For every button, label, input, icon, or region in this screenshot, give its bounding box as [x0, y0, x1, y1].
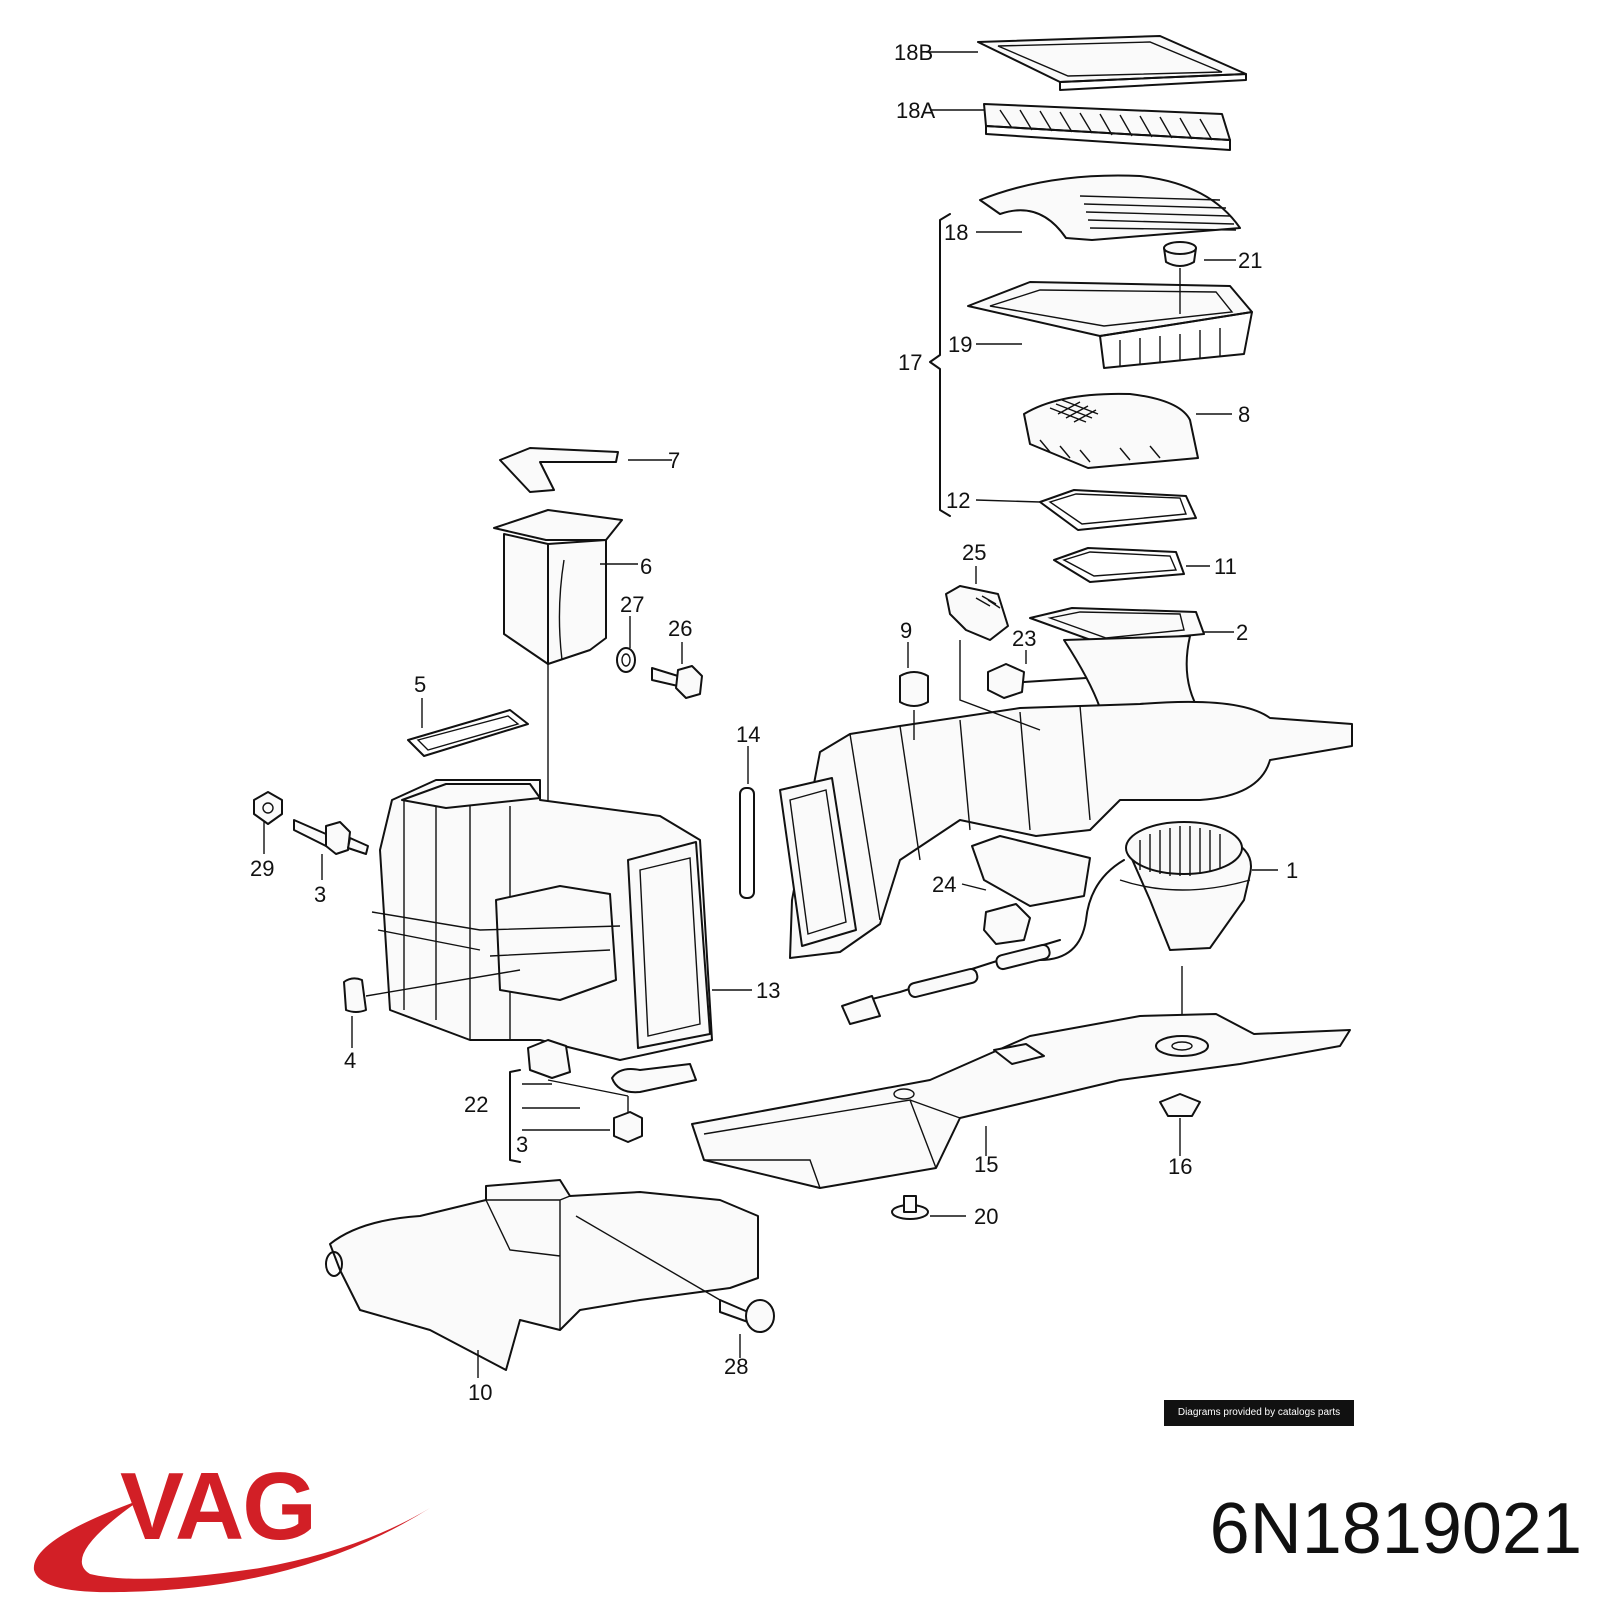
part-18-cover	[979, 174, 1241, 241]
part-24-resistor	[971, 835, 1091, 945]
part-2-housing-inlet	[1029, 607, 1205, 713]
heater-box	[371, 779, 713, 1061]
diagram-credit: Diagrams provided by catalogs parts	[1164, 1400, 1354, 1426]
callout-17: 17	[898, 350, 922, 375]
part-8-fan-cover	[1023, 392, 1199, 469]
callout-7: 7	[668, 448, 680, 473]
part-5-gasket	[407, 709, 529, 757]
part-19-housing-tray	[967, 268, 1253, 369]
part-14-foam-strip	[739, 787, 755, 899]
callout-10: 10	[468, 1380, 492, 1405]
callout-3-lower: 3	[516, 1132, 528, 1157]
part-16-clip	[1159, 1093, 1201, 1117]
part-7-seal-strip	[499, 447, 619, 493]
callout-labels: 18B 18A 18 21 17 19 8 7 12 6 11 25 27 26…	[250, 40, 1298, 1405]
leader-lines	[263, 51, 1278, 1378]
callout-8: 8	[1238, 402, 1250, 427]
part-number: 6N1819021	[1209, 1489, 1582, 1569]
part-6-air-duct	[493, 509, 623, 900]
callout-14: 14	[736, 722, 760, 747]
callout-29: 29	[250, 856, 274, 881]
vag-logo: VAG	[120, 1453, 317, 1560]
part-28-screw	[575, 1215, 775, 1333]
callout-23: 23	[1012, 626, 1036, 651]
callout-6: 6	[640, 554, 652, 579]
vag-logo-swoosh	[33, 1500, 430, 1593]
callout-22: 22	[464, 1092, 488, 1117]
wiring-harness	[841, 939, 1061, 1025]
callout-25: 25	[962, 540, 986, 565]
callout-20: 20	[974, 1204, 998, 1229]
callout-19: 19	[948, 332, 972, 357]
part-18a-filter-element	[983, 103, 1231, 151]
callout-4: 4	[344, 1048, 356, 1073]
part-15-floor-duct	[691, 1013, 1351, 1189]
callout-3-upper: 3	[314, 882, 326, 907]
part-23-sensor	[987, 663, 1087, 699]
callout-21: 21	[1238, 248, 1262, 273]
callout-27: 27	[620, 592, 644, 617]
callout-1: 1	[1286, 858, 1298, 883]
callout-16: 16	[1168, 1154, 1192, 1179]
callout-24: 24	[932, 872, 956, 897]
part-3-bolt	[293, 819, 369, 855]
part-13-frame	[627, 841, 711, 1049]
part-22-flap-assembly	[509, 1039, 697, 1163]
callout-18: 18	[944, 220, 968, 245]
part-11-gasket	[1053, 547, 1185, 583]
part-29-nut	[253, 791, 283, 825]
part-9-actuator	[899, 671, 929, 740]
callout-9: 9	[900, 618, 912, 643]
callout-28: 28	[724, 1354, 748, 1379]
callout-12: 12	[946, 488, 970, 513]
part-4-clip	[343, 969, 521, 1013]
callout-2: 2	[1236, 620, 1248, 645]
part-18b-filter-frame	[977, 35, 1247, 91]
callout-13: 13	[756, 978, 780, 1003]
part-21-grommet	[1163, 241, 1197, 267]
part-27-washer	[616, 647, 636, 673]
part-25-switch	[945, 585, 1041, 731]
callout-5: 5	[414, 672, 426, 697]
part-12-gasket	[1039, 489, 1197, 531]
bracket-17	[929, 213, 951, 517]
callout-15: 15	[974, 1152, 998, 1177]
callout-18b: 18B	[894, 40, 933, 65]
callout-11: 11	[1214, 554, 1237, 579]
part-10-lower-duct	[325, 1179, 759, 1371]
part-20-clip	[891, 1195, 929, 1220]
part-26-bolt	[651, 665, 703, 699]
part-1-blower-motor	[1039, 821, 1252, 1040]
callout-26: 26	[668, 616, 692, 641]
callout-18a: 18A	[896, 98, 935, 123]
blower-duct	[779, 700, 1353, 959]
